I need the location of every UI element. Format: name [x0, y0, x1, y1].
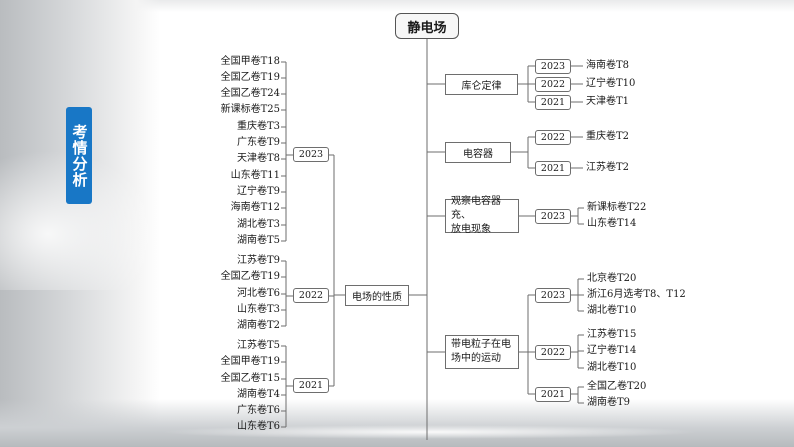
- leaf-item: 全国甲卷T18: [220, 56, 280, 67]
- leaf-item: 重庆卷T2: [586, 131, 630, 142]
- leaf-item: 全国甲卷T19: [220, 356, 280, 367]
- year-node: 2022: [535, 130, 571, 145]
- year-node: 2023: [293, 147, 329, 162]
- topic-line: 场中的运动: [451, 353, 501, 364]
- leaf-item: 新课标卷T22: [587, 202, 647, 213]
- leaf-item: 山东卷T6: [236, 421, 280, 432]
- year-node: 2021: [535, 95, 571, 110]
- leaf-item: 广东卷T6: [236, 405, 280, 416]
- leaf-item: 天津卷T8: [236, 153, 280, 164]
- background-bottom: [0, 399, 794, 447]
- leaf-item: 辽宁卷T9: [236, 186, 280, 197]
- topic-line: 带电粒子在电: [451, 339, 511, 350]
- leaf-item: 北京卷T20: [587, 273, 637, 284]
- topic-capacitor-charging-experiment: 观察电容器充、放电现象: [445, 196, 519, 235]
- leaf-item: 江苏卷T2: [586, 162, 630, 173]
- leaf-item: 山东卷T11: [230, 170, 280, 181]
- side-tab-exam-analysis[interactable]: 考情分析: [66, 107, 92, 204]
- leaf-item: 山东卷T14: [587, 218, 637, 229]
- year-node: 2023: [535, 288, 571, 303]
- year-node: 2023: [535, 209, 571, 224]
- topic-electric-field-properties: 电场的性质: [345, 285, 409, 306]
- leaf-item: 湖南卷T5: [236, 235, 280, 246]
- leaf-item: 湖南卷T2: [236, 320, 280, 331]
- leaf-item: 辽宁卷T10: [586, 78, 636, 89]
- background-snow-image: [0, 0, 160, 447]
- leaf-item: 山东卷T3: [236, 304, 280, 315]
- year-node: 2022: [535, 77, 571, 92]
- leaf-item: 江苏卷T9: [236, 255, 280, 266]
- leaf-item: 全国乙卷T19: [220, 271, 280, 282]
- year-node: 2023: [535, 59, 571, 74]
- leaf-item: 湖北卷T10: [587, 362, 637, 373]
- leaf-item: 全国乙卷T20: [587, 381, 647, 392]
- topic-charged-particle-motion: 带电粒子在电场中的运动: [445, 335, 519, 369]
- leaf-item: 湖北卷T10: [587, 305, 637, 316]
- leaf-item: 重庆卷T3: [236, 121, 280, 132]
- year-node: 2021: [293, 378, 329, 393]
- leaf-item: 湖南卷T9: [587, 397, 631, 408]
- leaf-item: 江苏卷T15: [587, 329, 637, 340]
- background-top: [0, 0, 794, 12]
- leaf-item: 海南卷T8: [586, 60, 630, 71]
- topic-coulomb-law: 库仑定律: [445, 74, 518, 95]
- leaf-item: 海南卷T12: [230, 202, 280, 213]
- leaf-item: 江苏卷T5: [236, 340, 280, 351]
- year-node: 2021: [535, 387, 571, 402]
- leaf-item: 全国乙卷T15: [220, 373, 280, 384]
- leaf-item: 湖南卷T4: [236, 389, 280, 400]
- topic-capacitor: 电容器: [445, 142, 511, 163]
- leaf-item: 河北卷T6: [236, 288, 280, 299]
- leaf-item: 广东卷T9: [236, 137, 280, 148]
- leaf-item: 全国乙卷T19: [220, 72, 280, 83]
- year-node: 2021: [535, 161, 571, 176]
- leaf-item: 辽宁卷T14: [587, 345, 637, 356]
- leaf-item: 湖北卷T3: [236, 219, 280, 230]
- year-node: 2022: [293, 288, 329, 303]
- leaf-item: 全国乙卷T24: [220, 88, 280, 99]
- root-node: 静电场: [395, 13, 459, 39]
- topic-line: 观察电容器充、: [451, 196, 501, 221]
- leaf-item: 新课标卷T25: [220, 104, 280, 115]
- leaf-item: 天津卷T1: [586, 96, 630, 107]
- leaf-item: 浙江6月选考T8、T12: [587, 289, 686, 300]
- year-node: 2022: [535, 345, 571, 360]
- topic-line: 放电现象: [451, 224, 491, 235]
